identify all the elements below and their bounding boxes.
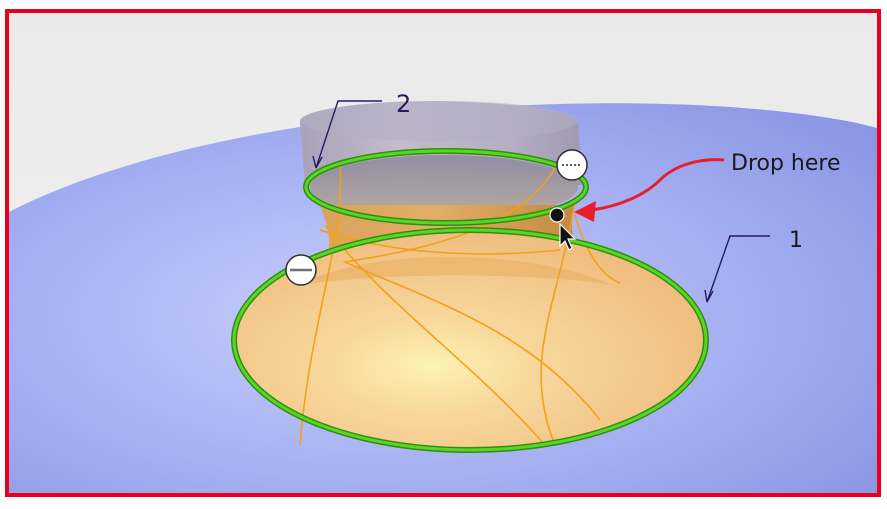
profile-2-outline[interactable] <box>304 149 588 225</box>
arrow-cursor-icon <box>559 222 577 251</box>
minus-circle-icon[interactable] <box>285 254 317 286</box>
callout-1: 1 <box>704 228 803 303</box>
connection-point-icon[interactable] <box>549 207 565 223</box>
callout-2-label: 2 <box>396 90 411 118</box>
guide-curve-6[interactable] <box>574 214 621 284</box>
drop-hint-arrow <box>591 158 725 212</box>
profile-1-outline[interactable] <box>232 228 708 452</box>
drop-hint-label: Drop here <box>731 151 841 176</box>
cylinder-top-edge <box>300 101 578 141</box>
drop-hint-arrowhead <box>574 201 596 222</box>
drop-hint: Drop here <box>574 151 841 222</box>
guide-curve-5[interactable] <box>324 224 546 446</box>
guide-curve-1[interactable] <box>299 165 342 446</box>
loft-bottom-surface[interactable] <box>235 230 705 450</box>
upper-profile-interior <box>310 155 578 219</box>
guide-curve-4[interactable] <box>319 229 561 255</box>
callout-1-label: 1 <box>789 228 803 253</box>
callout-2: 2 <box>312 90 411 169</box>
neck-shadow <box>300 256 612 285</box>
minus-circle-icon[interactable] <box>556 149 588 181</box>
